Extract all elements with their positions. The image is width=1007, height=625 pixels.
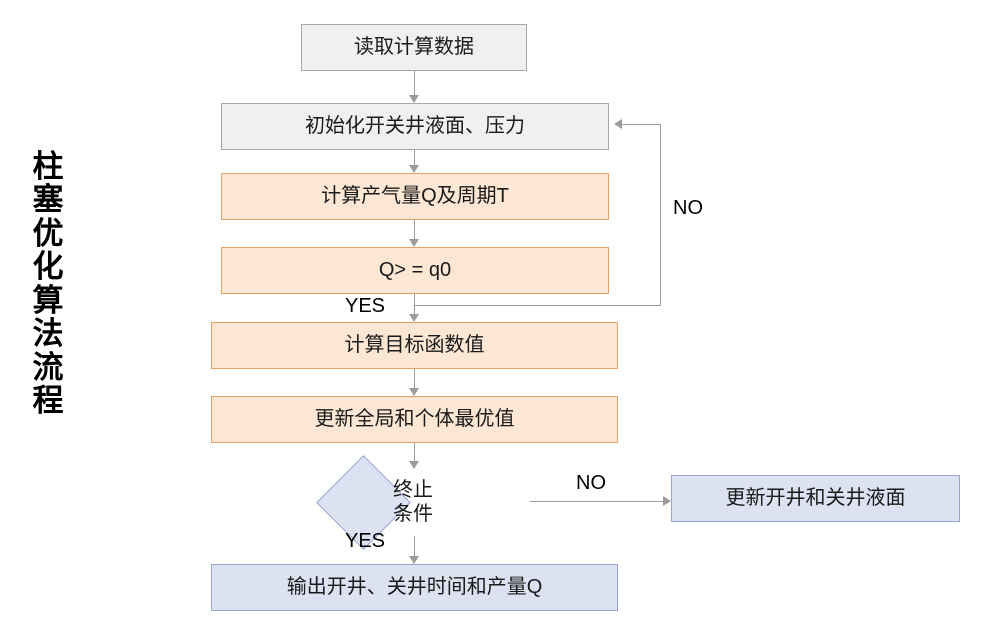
edge-no-loop-right — [660, 124, 661, 306]
arrowhead-calc-q-t-to-compare-q — [409, 239, 419, 247]
edge-no-loop-bottom — [414, 305, 661, 306]
arrowhead-calc-objective-to-update-best — [409, 388, 419, 396]
edge-label-compare-yes: YES — [345, 295, 386, 317]
edge-no-loop-top — [622, 124, 661, 125]
edge-calc-q-t-to-compare-q — [414, 220, 415, 239]
arrowhead-init-to-calc-q-t — [409, 165, 419, 173]
edge-label-stop-no: NO — [576, 472, 606, 494]
edge-update-best-to-stop — [414, 443, 415, 461]
edge-stop-yes — [414, 536, 415, 556]
edge-label-stop-yes: YES — [345, 530, 386, 552]
node-calc-q-t[interactable]: 计算产气量Q及周期T — [221, 173, 609, 220]
edge-calc-objective-to-update-best — [414, 369, 415, 388]
node-calc-objective[interactable]: 计算目标函数值 — [211, 322, 618, 369]
edge-label-compare-no: NO — [673, 197, 703, 219]
arrowhead-update-best-to-stop — [409, 461, 419, 469]
node-update-best[interactable]: 更新全局和个体最优值 — [211, 396, 618, 443]
arrowhead-stop-yes — [409, 556, 419, 564]
edge-stop-no — [530, 501, 663, 502]
node-init[interactable]: 初始化开关井液面、压力 — [221, 103, 609, 150]
edge-compare-q-yes — [414, 294, 415, 314]
node-read-data[interactable]: 读取计算数据 — [301, 24, 527, 71]
edge-init-to-calc-q-t — [414, 150, 415, 165]
node-compare-q[interactable]: Q> = q0 — [221, 247, 609, 294]
node-output-result[interactable]: 输出开井、关井时间和产量Q — [211, 564, 618, 611]
vertical-caption: 柱塞优化算法流程 — [32, 149, 64, 419]
arrowhead-compare-q-yes — [409, 314, 419, 322]
arrowhead-read-data-to-init — [409, 95, 419, 103]
edge-read-data-to-init — [414, 71, 415, 95]
arrowhead-no-loop-to-init — [614, 119, 622, 129]
arrowhead-stop-no — [663, 496, 671, 506]
node-update-levels[interactable]: 更新开井和关井液面 — [671, 475, 960, 522]
node-stop-condition-label: 终止 条件 — [393, 478, 433, 525]
